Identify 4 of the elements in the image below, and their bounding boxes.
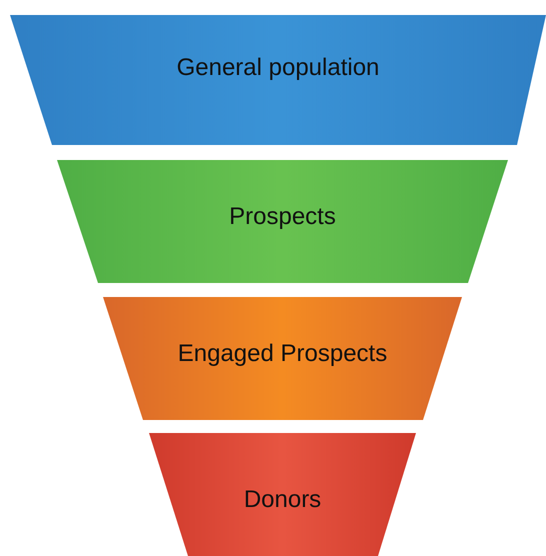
stage-label: General population [176, 54, 380, 82]
stage-label: Donors [242, 486, 322, 514]
stage-label: Prospects [228, 202, 337, 230]
stage-label: Engaged Prospects [176, 340, 388, 368]
